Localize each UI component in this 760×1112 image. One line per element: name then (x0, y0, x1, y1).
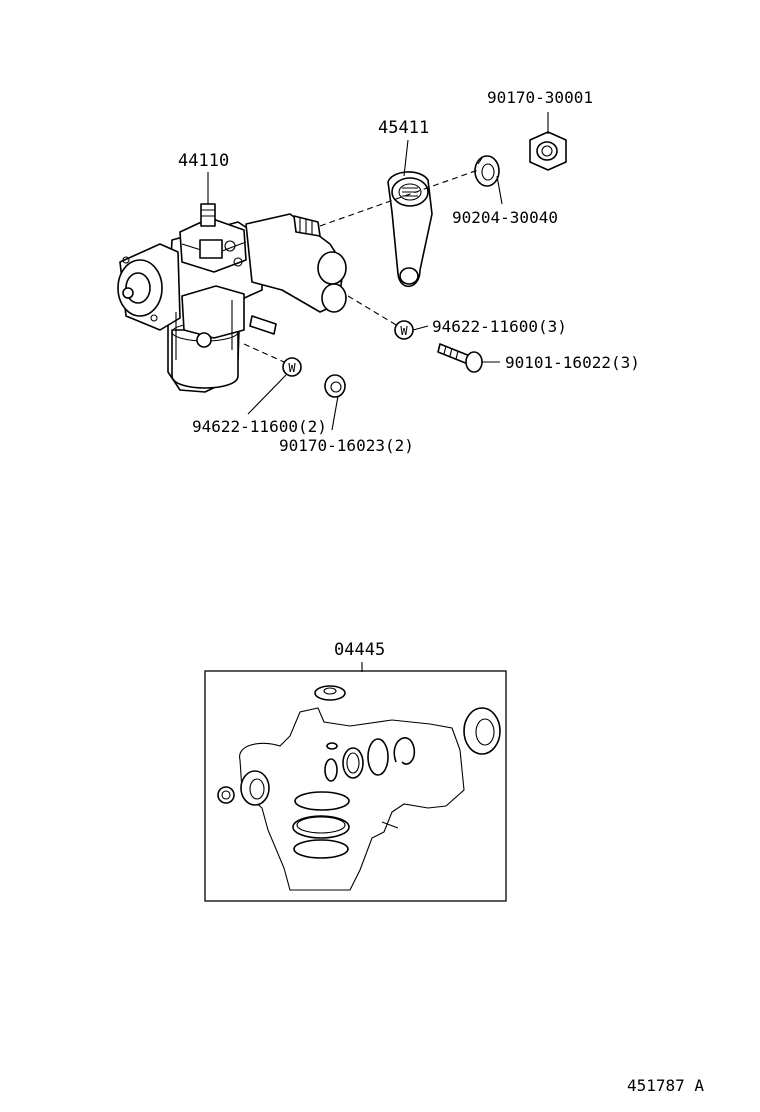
leader-94622-left (247, 374, 287, 415)
gasket-large-oring-1[interactable] (294, 791, 350, 811)
gasket-top-washer[interactable] (314, 685, 346, 701)
washer-right-symbol: W (400, 324, 408, 338)
leader-45411 (403, 139, 409, 177)
leader-94622-right (412, 325, 429, 331)
hex-nut-top[interactable] (529, 131, 567, 171)
leader-90170-16023 (331, 395, 339, 431)
leader-90204-30040 (496, 175, 503, 205)
steering-gear-housing[interactable] (117, 203, 347, 393)
gasket-small-oring[interactable] (326, 742, 338, 750)
label-90204-30040[interactable]: 90204-30040 (452, 208, 558, 227)
gasket-oring-3[interactable] (367, 738, 389, 776)
label-90170-30001[interactable]: 90170-30001 (487, 88, 593, 107)
label-90170-16023-2[interactable]: 90170-16023(2) (279, 436, 414, 455)
assembly-line-left-mount (243, 343, 285, 363)
nut-left[interactable] (324, 374, 346, 398)
assembly-line-right-mount (347, 295, 399, 327)
gasket-kit-housing-outline (239, 707, 465, 891)
label-45411[interactable]: 45411 (378, 118, 429, 138)
gasket-snap-ring[interactable] (393, 737, 416, 765)
assembly-line-sector-shaft (319, 169, 479, 227)
gasket-kit-frame (204, 670, 507, 902)
lock-washer[interactable] (474, 155, 500, 187)
gasket-oil-seal-left[interactable] (240, 770, 270, 806)
label-94622-11600-3[interactable]: 94622-11600(3) (432, 317, 567, 336)
pitman-arm[interactable] (387, 171, 433, 288)
label-94622-11600-2[interactable]: 94622-11600(2) (192, 417, 327, 436)
gasket-oil-seal-right[interactable] (463, 707, 501, 755)
gasket-piston-ring[interactable] (292, 815, 350, 839)
gasket-small-nut[interactable] (217, 786, 235, 804)
bolt[interactable] (437, 343, 483, 373)
label-44110[interactable]: 44110 (178, 151, 229, 171)
gasket-oring-1[interactable] (324, 758, 338, 782)
gasket-large-oring-2[interactable] (293, 839, 349, 859)
washer-left[interactable]: W (282, 357, 302, 377)
washer-right[interactable]: W (394, 320, 414, 340)
gasket-oring-2[interactable] (342, 747, 364, 779)
washer-left-symbol: W (288, 361, 296, 375)
label-90101-16022-3[interactable]: 90101-16022(3) (505, 353, 640, 372)
label-04445[interactable]: 04445 (334, 640, 385, 660)
footer-diagram-code: 451787 A (627, 1076, 704, 1095)
